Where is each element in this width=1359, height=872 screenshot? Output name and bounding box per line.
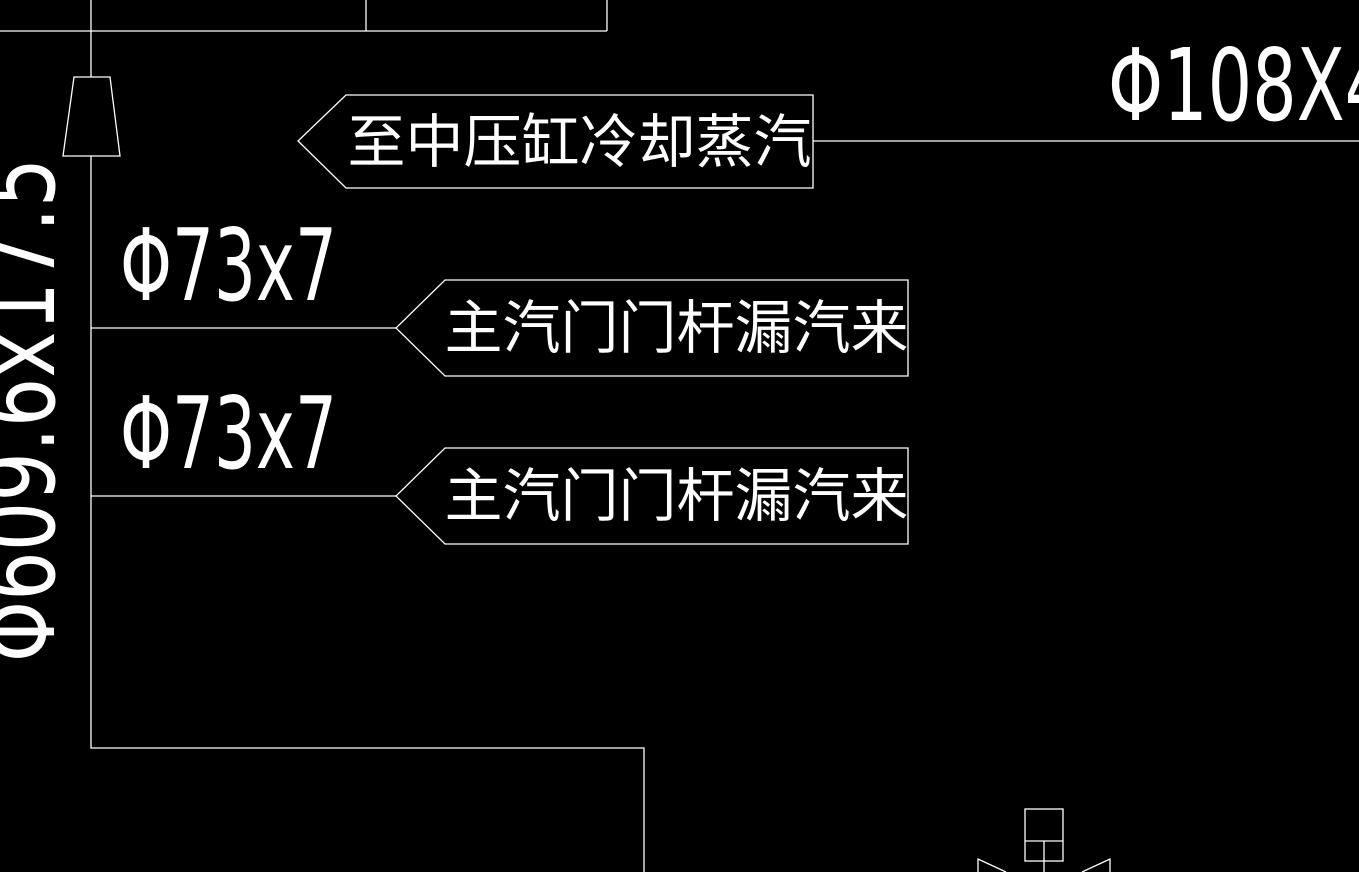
pipe-dimension-73x7-upper: Φ73x7 bbox=[120, 207, 337, 324]
pipe-dimension-108x4: Φ108X4 bbox=[1108, 27, 1359, 144]
pipe-dimension-73x7-lower: Φ73x7 bbox=[120, 375, 337, 492]
flag-outline-3 bbox=[395, 447, 909, 545]
pipe-dimension-609-vertical: Φ609.6x17.5 bbox=[0, 157, 78, 663]
flag-outline-2 bbox=[395, 279, 909, 377]
flag-label-main-steam-valve-stem-leak-1: 主汽门门杆漏汽来 bbox=[444, 294, 909, 362]
valve-right-triangle bbox=[1081, 857, 1111, 872]
flag-label-main-steam-valve-stem-leak-2: 主汽门门杆漏汽来 bbox=[444, 462, 909, 530]
reducer-icon bbox=[62, 76, 121, 157]
flag-label-ip-cylinder-cooling-steam: 至中压缸冷却蒸汽 bbox=[347, 107, 812, 176]
valve-left-triangle bbox=[977, 857, 1007, 872]
flag-outline-1 bbox=[297, 94, 814, 189]
main-pipe-run bbox=[90, 156, 645, 872]
